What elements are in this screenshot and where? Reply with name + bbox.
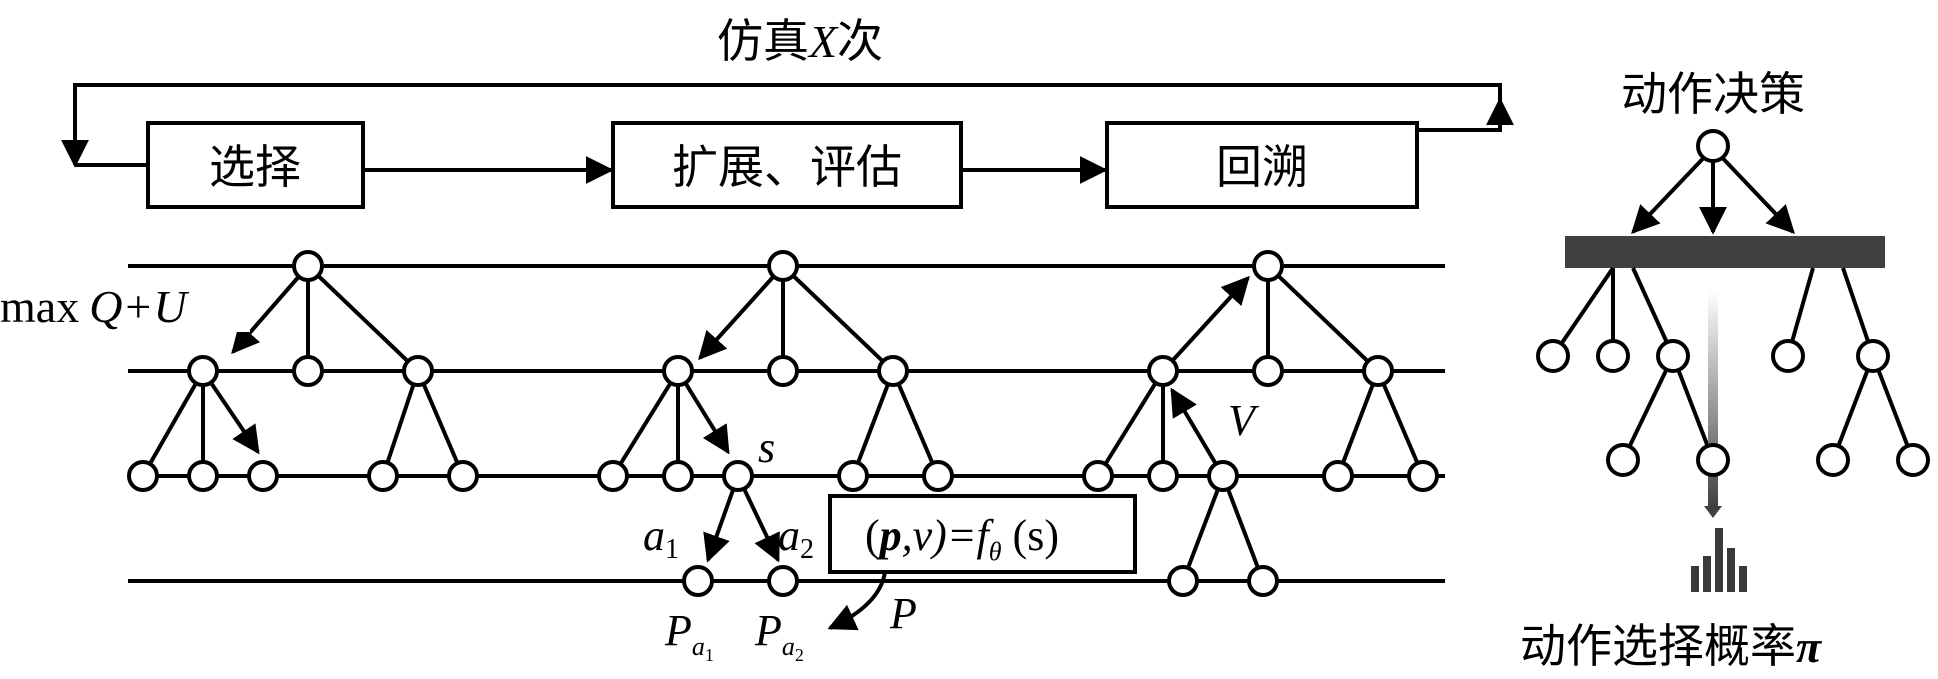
tree-node — [662, 355, 694, 387]
loop-title: 仿真X次 — [717, 14, 883, 68]
decision-node — [1656, 339, 1690, 373]
backup-arrow-1 — [1161, 275, 1250, 373]
label-s: s — [758, 423, 775, 472]
tree-select — [127, 250, 479, 492]
tree-node — [662, 460, 694, 492]
tree-node-a1 — [682, 565, 714, 597]
decision-title: 动作决策 — [1621, 67, 1805, 121]
tree-node — [837, 460, 869, 492]
loop-return-path — [61, 83, 1502, 168]
decision-node — [1536, 339, 1570, 373]
tree-node — [1167, 565, 1199, 597]
decision-node — [1896, 443, 1930, 477]
decision-prob-label: 动作选择概率π — [1520, 619, 1823, 673]
tree-node — [1207, 460, 1239, 492]
tree-node — [447, 460, 479, 492]
decision-root-node — [1696, 129, 1730, 163]
tree-node — [1322, 460, 1354, 492]
decision-node — [1771, 339, 1805, 373]
label-Pa2: Pa2 — [754, 606, 804, 665]
decision-gradient-line — [1708, 290, 1718, 508]
select-arrow-2 — [201, 369, 260, 455]
select-arrow-1 — [231, 264, 310, 355]
tree-node — [922, 460, 954, 492]
step-label-expand: 扩展、评估 — [672, 140, 902, 194]
decision-node — [1606, 443, 1640, 477]
tree-expand — [597, 250, 954, 597]
prior-labels: Pa1 Pa2 — [664, 606, 804, 665]
tree-node — [1082, 460, 1114, 492]
expand-arrow-1 — [698, 264, 785, 361]
tree-node — [127, 460, 159, 492]
tree-node — [292, 250, 324, 282]
tree-backup — [1082, 250, 1439, 597]
expand-labels: s a1 a2 — [643, 423, 814, 565]
step-label-backup: 回溯 — [1216, 140, 1308, 194]
loop-arrow — [61, 83, 1514, 168]
label-a2: a2 — [778, 511, 814, 565]
tree-node — [597, 460, 629, 492]
tree-node — [1247, 565, 1279, 597]
tree-node — [367, 460, 399, 492]
svg-text:(p,v)=fθ (s): (p,v)=fθ (s) — [865, 511, 1059, 566]
tree-node — [767, 250, 799, 282]
tree-node — [1407, 460, 1439, 492]
backup-arrow-2 — [1170, 387, 1225, 478]
tree-node — [877, 355, 909, 387]
decision-panel: 动作决策 — [1520, 67, 1930, 673]
label-V: V — [1228, 396, 1260, 445]
step-box-select — [146, 121, 365, 209]
formula-box — [828, 494, 1137, 574]
tree-node-a2 — [767, 565, 799, 597]
tree-node — [187, 460, 219, 492]
step-box-backup — [1105, 121, 1419, 209]
decision-node — [1696, 443, 1730, 477]
tree-node — [247, 460, 279, 492]
step-box-expand — [611, 121, 963, 209]
decision-arrow-left — [1631, 146, 1715, 235]
tree-node — [402, 355, 434, 387]
tree-node — [1252, 250, 1284, 282]
tree-node-s — [722, 460, 754, 492]
decision-gradient-arrow — [1704, 506, 1722, 518]
decision-node — [1856, 339, 1890, 373]
label-P: P — [889, 589, 917, 638]
decision-node — [1816, 443, 1850, 477]
tree-node — [1147, 355, 1179, 387]
tree-node — [1252, 355, 1284, 387]
prior-arrow: P — [827, 571, 917, 638]
decision-node — [1596, 339, 1630, 373]
tree-node — [187, 355, 219, 387]
label-Pa1: Pa1 — [664, 606, 714, 665]
label-a1: a1 — [643, 511, 679, 565]
svg-text:仿真X次: 仿真X次 — [717, 14, 883, 68]
probability-histogram-icon — [1691, 528, 1747, 592]
step-boxes: 选择 扩展、评估 回溯 — [146, 121, 1419, 209]
tree-node — [1362, 355, 1394, 387]
tree-node — [1147, 460, 1179, 492]
tree-node — [292, 355, 324, 387]
decision-bar — [1565, 236, 1885, 268]
tree-node — [767, 355, 799, 387]
decision-arrow-right — [1711, 146, 1795, 235]
step-label-select: 选择 — [209, 140, 301, 194]
network-formula: (p,v)=fθ (s) — [828, 494, 1137, 574]
